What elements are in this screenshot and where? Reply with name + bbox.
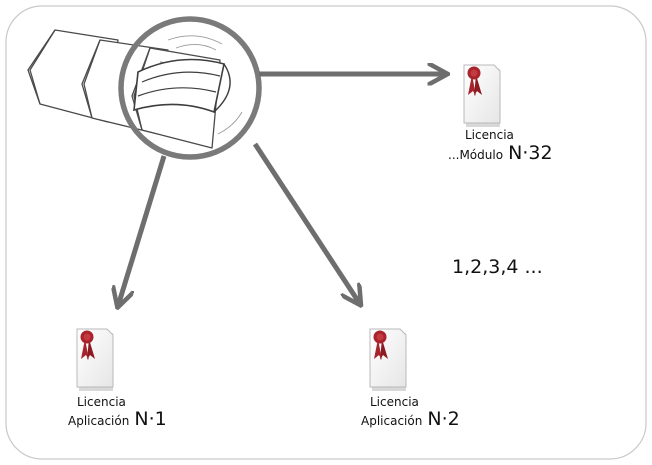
certificate-icon (463, 64, 501, 127)
app-license-2-number: N·2 (427, 408, 460, 430)
app-license-1-line2: Aplicación N·1 (68, 408, 167, 430)
app-license-1-label: Aplicación (68, 414, 130, 428)
arrow-to-app-license-1 (118, 155, 167, 306)
app-license-2-label: Aplicación (361, 414, 423, 428)
module-license-number: N·32 (508, 142, 553, 164)
module-license-line2: ...Módulo N·32 (448, 142, 553, 164)
app-license-2-line2: Aplicación N·2 (361, 408, 460, 430)
magnifier-icon (118, 16, 262, 160)
certificate-icon (76, 328, 114, 391)
app-license-1-line1: Licencia (77, 395, 126, 409)
sequence-text: 1,2,3,4 ... (452, 256, 543, 278)
module-license-line1: Licencia (465, 128, 514, 142)
app-license-1-number: N·1 (134, 408, 167, 430)
arrow-to-app-license-2 (252, 142, 360, 304)
module-license-label: ...Módulo (448, 148, 504, 162)
certificate-icon (369, 328, 407, 391)
app-license-2-line1: Licencia (370, 395, 419, 409)
